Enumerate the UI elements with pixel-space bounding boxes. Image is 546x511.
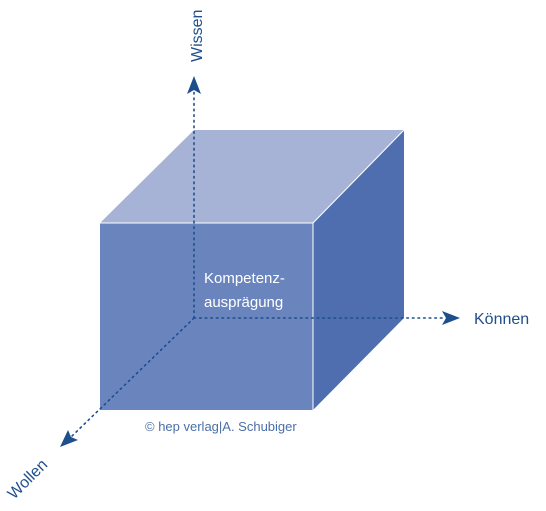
cube-top-face [100, 130, 404, 223]
arrow-right-icon [442, 311, 460, 325]
cube-front-face [100, 223, 313, 410]
arrow-up-icon [187, 76, 201, 94]
axis-label-wollen: Wollen [5, 456, 51, 502]
cube-edges [100, 129, 405, 410]
arrow-down-left-icon [60, 430, 78, 447]
axis-label-wissen: Wissen [189, 10, 206, 62]
axis-label-koennen: Können [474, 311, 529, 328]
axis-wollen-line [71, 317, 195, 437]
copyright-text: © hep verlag|A. Schubiger [145, 419, 297, 434]
cube-label-line1: Kompetenz- [204, 270, 285, 287]
axis-lines [71, 89, 446, 437]
cube-label-line2: ausprägung [204, 294, 283, 311]
